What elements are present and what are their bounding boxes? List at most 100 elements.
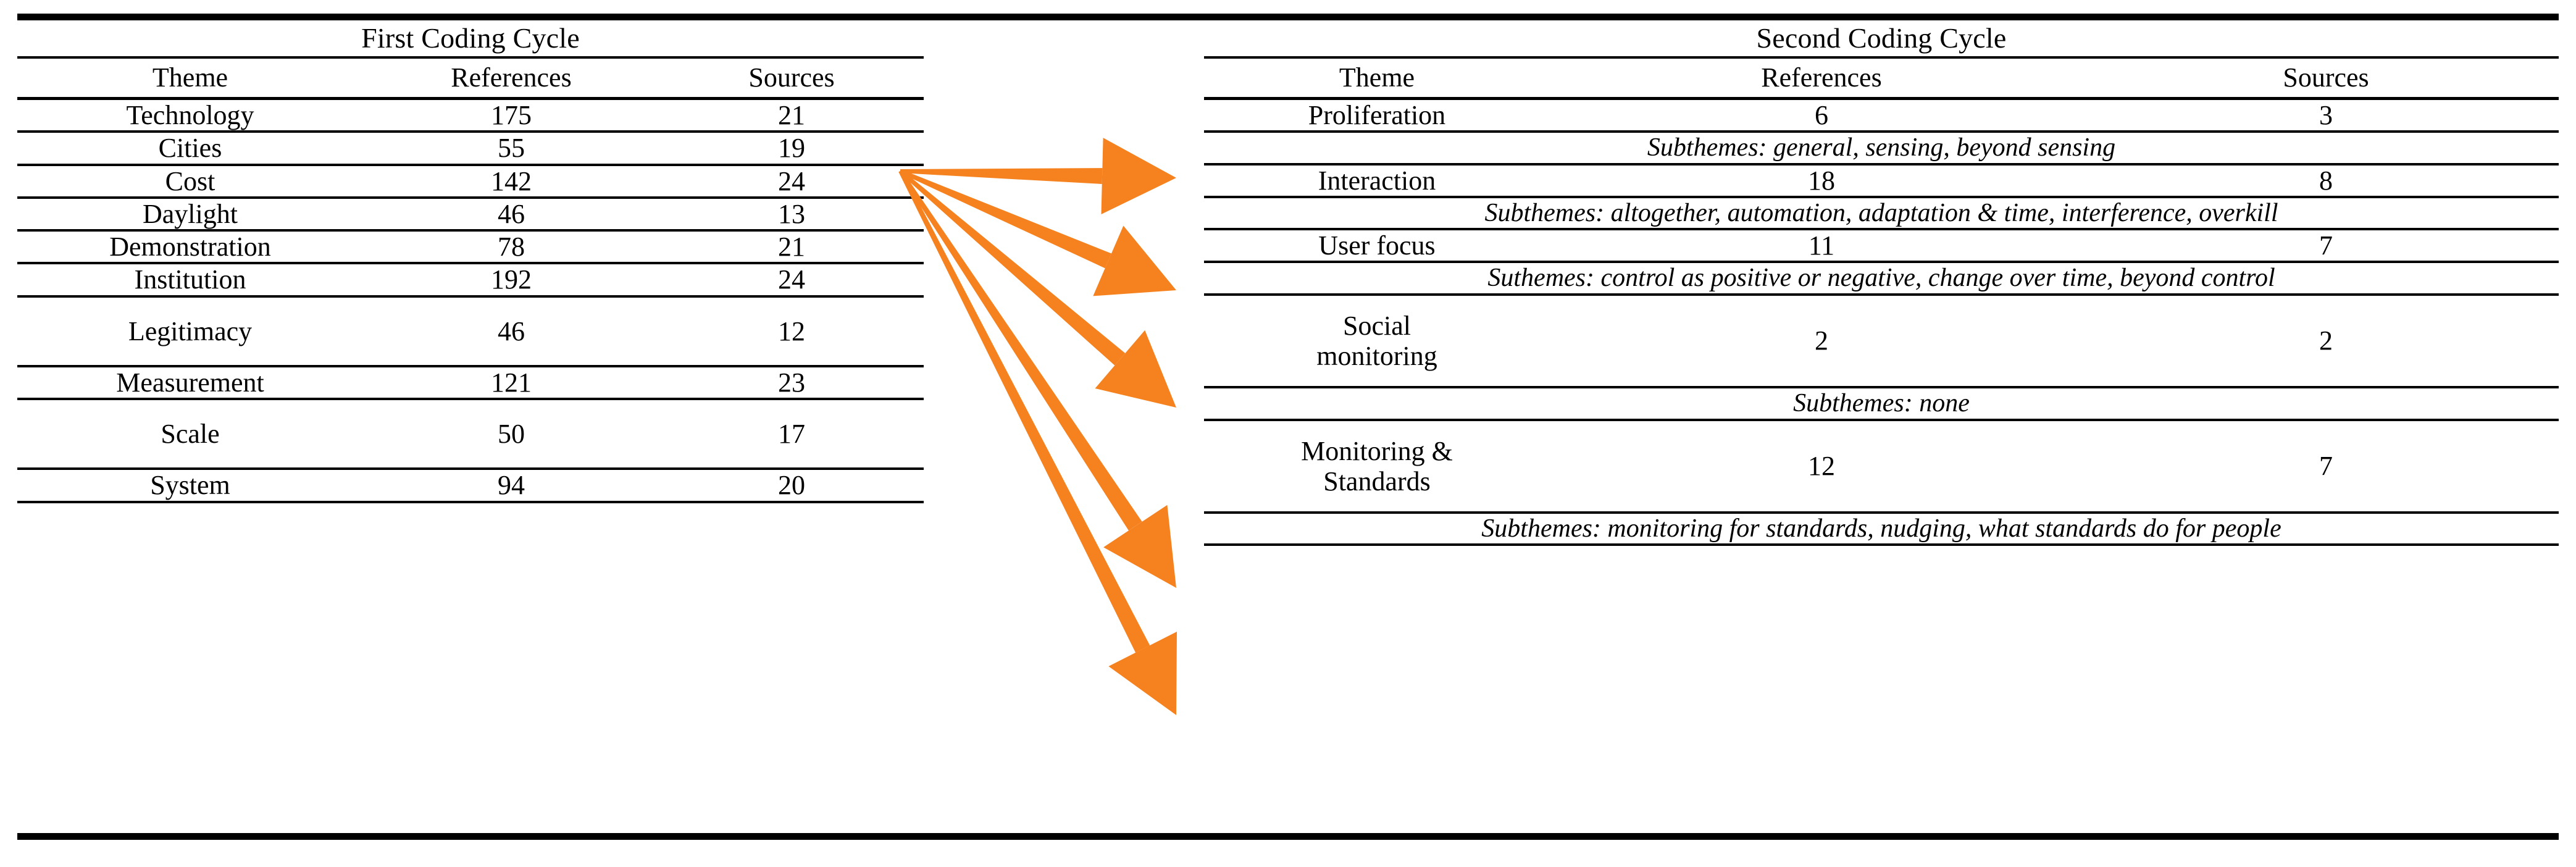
left-cell-sources: 12	[778, 316, 805, 346]
left-col-header-sources: Sources	[748, 62, 835, 93]
left-table-row: Measurement 121 23	[17, 366, 924, 400]
right-subtheme-row: Subthemes: altogether, automation, adapt…	[1204, 197, 2559, 230]
right-column-header-row: Theme References Sources	[1204, 57, 2559, 99]
left-cell-references: 50	[498, 419, 525, 450]
right-subtheme-text: Subthemes: altogether, automation, adapt…	[1484, 198, 2278, 227]
first-coding-cycle-table: First Coding Cycle Theme References Sour…	[17, 20, 924, 503]
left-group-title: First Coding Cycle	[361, 22, 580, 54]
left-col-header-theme: Theme	[152, 62, 228, 93]
right-table-row: Proliferation 6 3	[1204, 99, 2559, 132]
left-table-row: Cities 55 19	[17, 132, 924, 165]
right-subtheme-row: Subthemes: none	[1204, 387, 2559, 420]
left-cell-sources: 19	[778, 133, 805, 164]
left-cell-references: 142	[491, 165, 532, 196]
left-cell-theme: Scale	[161, 419, 220, 450]
arrow-head	[1103, 505, 1176, 588]
left-table-row: Institution 192 24	[17, 263, 924, 296]
left-cell-sources: 24	[778, 165, 805, 196]
figure-bottom-rule	[17, 833, 2559, 840]
left-cell-theme: Measurement	[116, 367, 264, 398]
left-cell-references: 46	[498, 316, 525, 346]
right-cell-references: 18	[1808, 165, 1835, 196]
right-group-title-row: Second Coding Cycle	[1204, 20, 2559, 57]
left-table-row: Demonstration 78 21	[17, 230, 924, 264]
arrow-shaft	[899, 169, 1126, 366]
left-cell-references: 121	[491, 367, 532, 398]
right-cell-theme: Monitoring &Standards	[1301, 435, 1453, 496]
arrow-to-social-monitoring	[898, 170, 1176, 588]
arrow-head	[1093, 225, 1176, 296]
left-cell-references: 46	[498, 198, 525, 229]
right-subtheme-row: Subthemes: general, sensing, beyond sens…	[1204, 132, 2559, 164]
left-cell-theme: Technology	[126, 100, 254, 130]
right-cell-theme: Interaction	[1318, 165, 1436, 196]
arrow-head	[1095, 330, 1176, 408]
arrow-shaft	[898, 170, 1142, 531]
left-cell-sources: 23	[778, 367, 805, 398]
left-group-title-row: First Coding Cycle	[17, 20, 924, 57]
right-table-row: User focus 11 7	[1204, 229, 2559, 262]
arrow-shaft	[900, 168, 1103, 184]
right-group-title: Second Coding Cycle	[1756, 22, 2007, 54]
right-subtheme-text: Subthemes: general, sensing, beyond sens…	[1647, 133, 2116, 162]
right-cell-references: 2	[1815, 325, 1828, 356]
right-table-row: Monitoring &Standards 12 7	[1204, 420, 2559, 513]
right-subtheme-text: Subthemes: none	[1793, 389, 1970, 418]
left-cell-theme: Legitimacy	[128, 316, 253, 346]
left-cell-sources: 21	[778, 232, 805, 262]
left-cell-theme: System	[150, 470, 230, 501]
arrow-head	[1101, 138, 1176, 214]
left-cell-references: 94	[498, 470, 525, 501]
left-cell-references: 55	[498, 133, 525, 164]
arrow-shaft	[899, 169, 1111, 269]
right-col-header-theme: Theme	[1339, 62, 1415, 93]
second-coding-cycle-table: Second Coding Cycle Theme References Sou…	[1204, 20, 2559, 546]
right-cell-sources: 2	[2319, 325, 2333, 356]
right-cell-sources: 3	[2319, 100, 2333, 130]
right-subtheme-text: Subthemes: monitoring for standards, nud…	[1481, 514, 2281, 543]
left-cell-theme: Cities	[158, 133, 222, 164]
left-table-row: System 94 20	[17, 469, 924, 502]
left-cell-theme: Demonstration	[109, 232, 271, 262]
arrow-shaft	[898, 170, 1150, 653]
left-table-row: Scale 50 17	[17, 399, 924, 469]
right-cell-sources: 7	[2319, 230, 2333, 261]
left-cell-sources: 20	[778, 470, 805, 501]
right-cell-references: 11	[1808, 230, 1835, 261]
right-cell-sources: 7	[2319, 451, 2333, 482]
left-cell-references: 192	[491, 264, 532, 295]
figure-top-rule	[17, 14, 2559, 20]
right-subtheme-row: Subthemes: monitoring for standards, nud…	[1204, 513, 2559, 545]
left-table-row: Daylight 46 13	[17, 198, 924, 231]
left-cell-sources: 13	[778, 198, 805, 229]
left-cell-references: 78	[498, 232, 525, 262]
arrow-to-interaction	[899, 169, 1176, 296]
right-cell-theme: User focus	[1318, 230, 1436, 261]
right-subtheme-row: Suthemes: control as positive or negativ…	[1204, 262, 2559, 295]
left-table-row: Technology 175 21	[17, 99, 924, 132]
arrow-to-user-focus	[899, 169, 1176, 408]
arrow-to-monitoring-standards	[898, 170, 1177, 715]
right-subtheme-text: Suthemes: control as positive or negativ…	[1487, 264, 2275, 293]
left-cell-sources: 17	[778, 419, 805, 450]
left-cell-theme: Cost	[165, 165, 215, 196]
arrow-head	[1108, 631, 1177, 715]
left-table-row: Cost 142 24	[17, 165, 924, 198]
left-cell-references: 175	[491, 100, 532, 130]
left-cell-theme: Institution	[134, 264, 246, 295]
arrow-to-proliferation	[900, 138, 1176, 214]
right-cell-references: 12	[1808, 451, 1835, 482]
right-col-header-sources: Sources	[2283, 62, 2369, 93]
left-table-row: Legitimacy 46 12	[17, 296, 924, 366]
right-cell-theme: Proliferation	[1308, 100, 1446, 130]
left-column-header-row: Theme References Sources	[17, 57, 924, 99]
left-cell-sources: 24	[778, 264, 805, 295]
left-cell-theme: Daylight	[143, 198, 238, 229]
left-col-header-references: References	[451, 62, 572, 93]
right-col-header-references: References	[1761, 62, 1882, 93]
left-cell-sources: 21	[778, 100, 805, 130]
right-cell-references: 6	[1815, 100, 1828, 130]
